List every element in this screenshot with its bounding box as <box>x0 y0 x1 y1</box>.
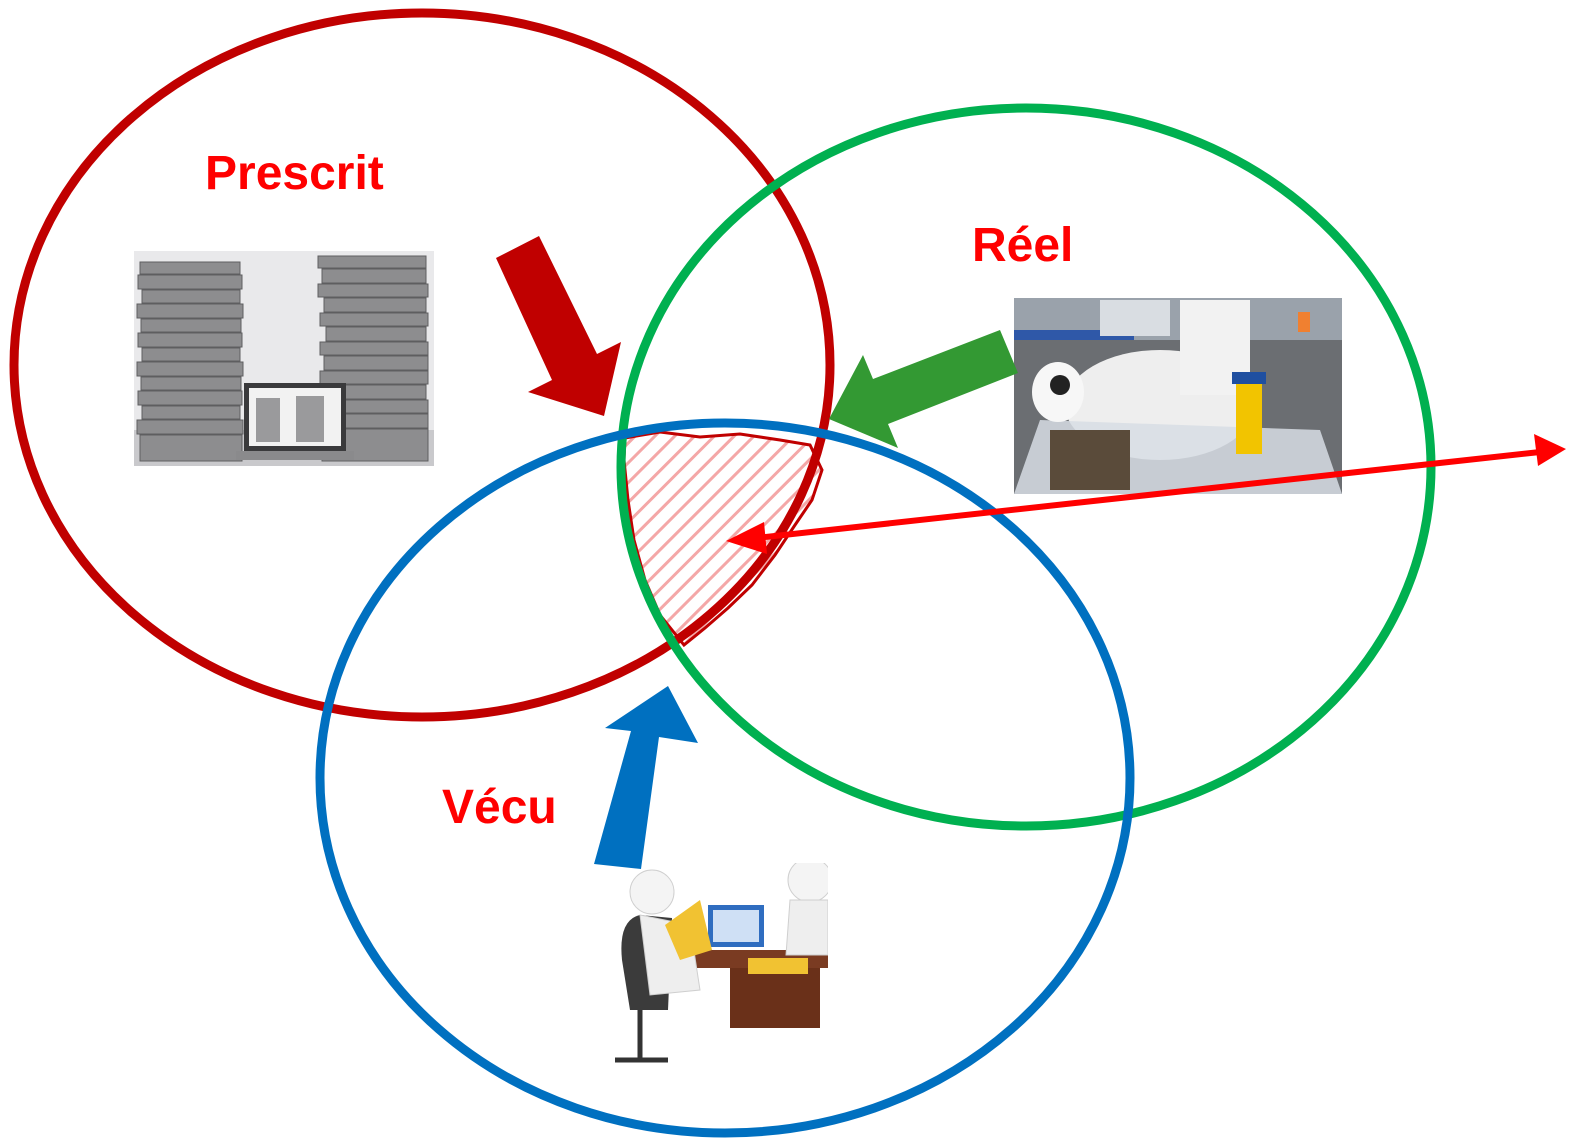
asbestos-removal-workers-photo <box>1014 298 1342 494</box>
reel-label: Réel <box>972 219 1074 272</box>
prescrit-circle <box>9 8 835 722</box>
prescrit-arrow <box>496 236 621 416</box>
vecu-arrow <box>594 686 698 869</box>
reel-arrow <box>829 330 1018 448</box>
reel-circle <box>616 103 1436 831</box>
document-stacks-photo <box>134 251 434 466</box>
prescrit-label: Prescrit <box>205 147 384 200</box>
vecu-label: Vécu <box>442 781 557 834</box>
pointer-arrow-shaft <box>755 449 1541 541</box>
pointer-arrowhead-left <box>726 522 767 554</box>
vecu-circle <box>315 418 1135 1138</box>
office-workers-at-desk-photo <box>610 863 828 1085</box>
intersection-zone <box>622 430 824 648</box>
pointer-arrowhead-right <box>1534 434 1566 466</box>
